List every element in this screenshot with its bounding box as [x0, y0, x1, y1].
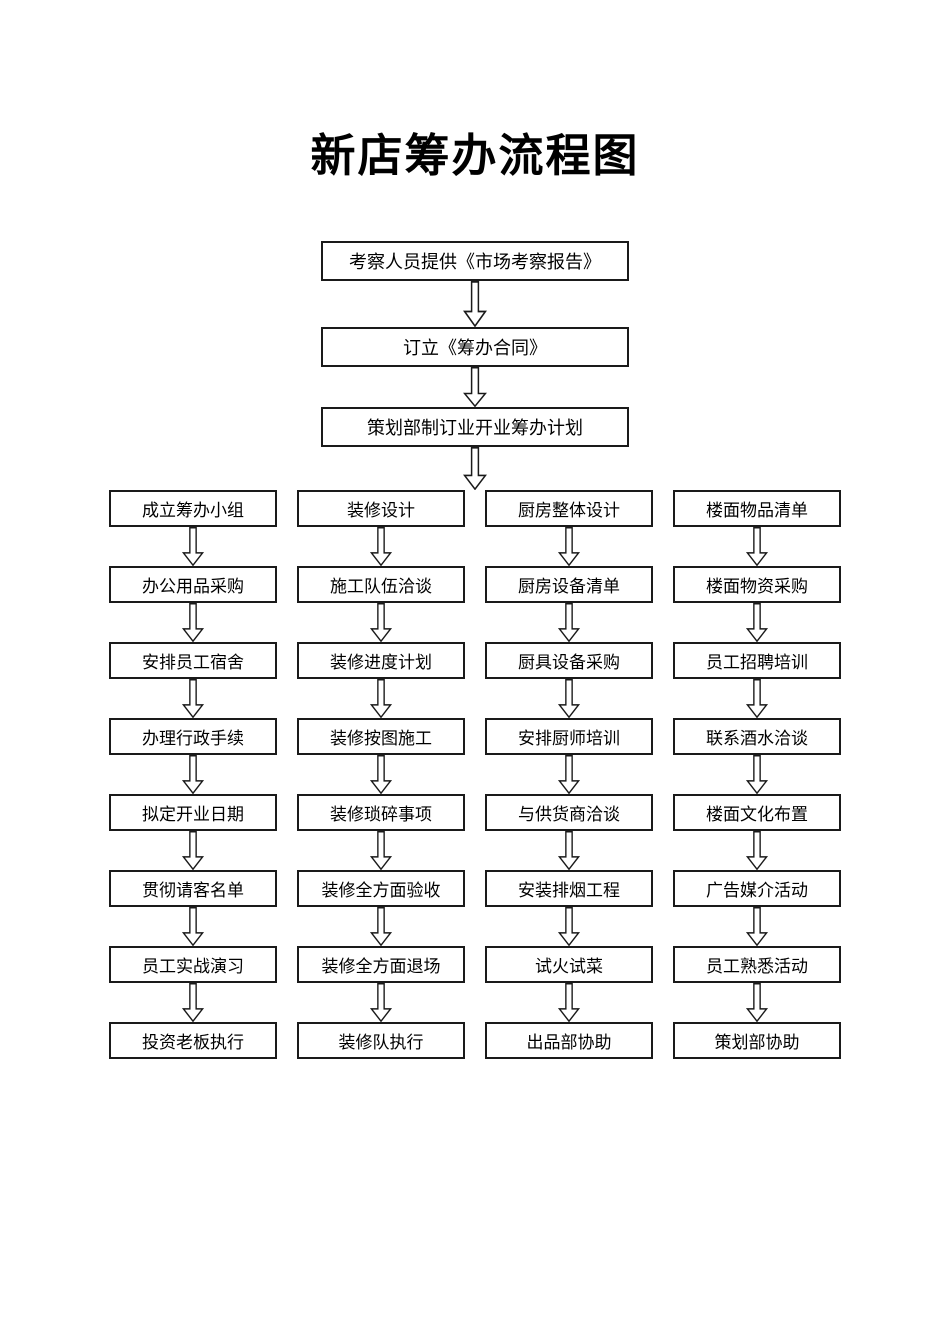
down-arrow-icon [558, 603, 580, 642]
flow-step-box: 楼面物品清单 [673, 490, 841, 527]
down-arrow-icon [463, 367, 487, 407]
flow-step-box: 试火试菜 [485, 946, 653, 983]
down-arrow-icon [558, 527, 580, 566]
down-arrow-icon [746, 527, 768, 566]
top-flow-box-1: 考察人员提供《市场考察报告》 [321, 241, 629, 281]
down-arrow-icon [558, 907, 580, 946]
flow-columns-grid: 成立筹办小组 办公用品采购 安排员工宿舍 办理行政手续 拟定开业日期 贯彻请客名… [0, 490, 950, 1059]
flow-step-box: 安排员工宿舍 [109, 642, 277, 679]
down-arrow-icon [558, 983, 580, 1022]
flow-column-3: 厨房整体设计 厨房设备清单 厨具设备采购 安排厨师培训 与供货商洽谈 安装排烟工… [485, 490, 653, 1059]
down-arrow-icon [370, 679, 392, 718]
down-arrow-icon [746, 831, 768, 870]
flow-step-box: 办理行政手续 [109, 718, 277, 755]
page-title: 新店筹办流程图 [310, 130, 640, 181]
down-arrow-icon [370, 907, 392, 946]
down-arrow-icon [182, 907, 204, 946]
flow-step-box: 楼面文化布置 [673, 794, 841, 831]
flow-step-box: 联系酒水洽谈 [673, 718, 841, 755]
flow-step-box: 装修设计 [297, 490, 465, 527]
down-arrow-icon [182, 679, 204, 718]
flow-step-box: 装修队执行 [297, 1022, 465, 1059]
top-flow-box-2: 订立《筹办合同》 [321, 327, 629, 367]
down-arrow-icon [182, 755, 204, 794]
down-arrow-icon [370, 831, 392, 870]
flow-column-1: 成立筹办小组 办公用品采购 安排员工宿舍 办理行政手续 拟定开业日期 贯彻请客名… [109, 490, 277, 1059]
flow-step-box: 装修按图施工 [297, 718, 465, 755]
flow-step-box: 与供货商洽谈 [485, 794, 653, 831]
down-arrow-icon [558, 831, 580, 870]
flow-step-box: 厨房整体设计 [485, 490, 653, 527]
down-arrow-icon [182, 527, 204, 566]
down-arrow-icon [182, 983, 204, 1022]
flow-step-box: 装修全方面退场 [297, 946, 465, 983]
down-arrow-icon [746, 755, 768, 794]
flow-step-box: 施工队伍洽谈 [297, 566, 465, 603]
down-arrow-icon [746, 603, 768, 642]
down-arrow-icon [746, 907, 768, 946]
down-arrow-icon [463, 281, 487, 327]
flow-step-box: 装修全方面验收 [297, 870, 465, 907]
down-arrow-icon [746, 983, 768, 1022]
down-arrow-icon [558, 679, 580, 718]
flow-step-box: 楼面物资采购 [673, 566, 841, 603]
flow-step-box: 员工招聘培训 [673, 642, 841, 679]
flow-step-box: 办公用品采购 [109, 566, 277, 603]
flow-step-box: 广告媒介活动 [673, 870, 841, 907]
down-arrow-icon [370, 755, 392, 794]
flow-column-4: 楼面物品清单 楼面物资采购 员工招聘培训 联系酒水洽谈 楼面文化布置 广告媒介活… [673, 490, 841, 1059]
down-arrow-icon [182, 603, 204, 642]
flow-column-2: 装修设计 施工队伍洽谈 装修进度计划 装修按图施工 装修琐碎事项 装修全方面验收… [297, 490, 465, 1059]
flow-step-box: 员工熟悉活动 [673, 946, 841, 983]
down-arrow-icon [370, 527, 392, 566]
down-arrow-icon [370, 603, 392, 642]
flow-step-box: 成立筹办小组 [109, 490, 277, 527]
flow-step-box: 装修进度计划 [297, 642, 465, 679]
down-arrow-icon [463, 447, 487, 490]
flow-step-box: 安装排烟工程 [485, 870, 653, 907]
flow-step-box: 厨房设备清单 [485, 566, 653, 603]
flow-step-box: 出品部协助 [485, 1022, 653, 1059]
down-arrow-icon [370, 983, 392, 1022]
down-arrow-icon [746, 679, 768, 718]
flow-step-box: 厨具设备采购 [485, 642, 653, 679]
down-arrow-icon [182, 831, 204, 870]
top-flow-box-3: 策划部制订业开业筹办计划 [321, 407, 629, 447]
flow-step-box: 员工实战演习 [109, 946, 277, 983]
top-flow: 考察人员提供《市场考察报告》 订立《筹办合同》 策划部制订业开业筹办计划 [0, 241, 950, 490]
flow-step-box: 贯彻请客名单 [109, 870, 277, 907]
flow-step-box: 投资老板执行 [109, 1022, 277, 1059]
flow-step-box: 策划部协助 [673, 1022, 841, 1059]
down-arrow-icon [558, 755, 580, 794]
flow-step-box: 拟定开业日期 [109, 794, 277, 831]
flow-step-box: 装修琐碎事项 [297, 794, 465, 831]
flow-step-box: 安排厨师培训 [485, 718, 653, 755]
